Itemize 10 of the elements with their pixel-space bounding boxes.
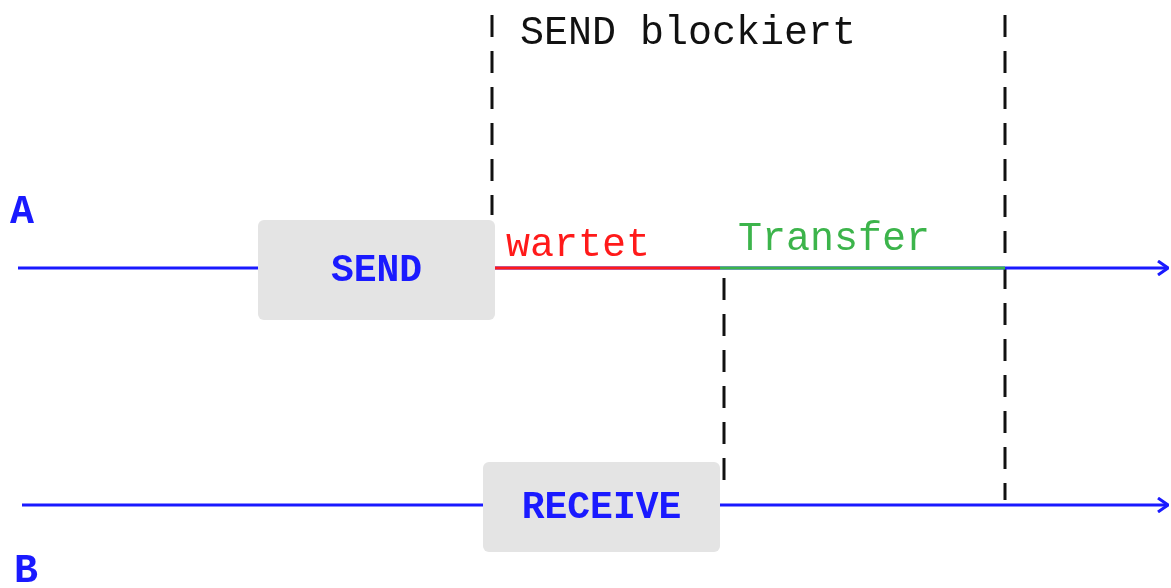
phase-label: Transfer <box>738 220 931 260</box>
box-label: RECEIVE <box>521 485 682 529</box>
process-label: A <box>10 193 34 233</box>
box-label: SEND <box>330 248 423 292</box>
timeline-arrow <box>720 496 1170 514</box>
process-box <box>483 462 720 552</box>
process-label: B <box>14 552 38 588</box>
phase-label: wartet <box>506 226 651 266</box>
interval-label: SEND blockiert <box>520 14 857 54</box>
process-box <box>258 220 495 320</box>
